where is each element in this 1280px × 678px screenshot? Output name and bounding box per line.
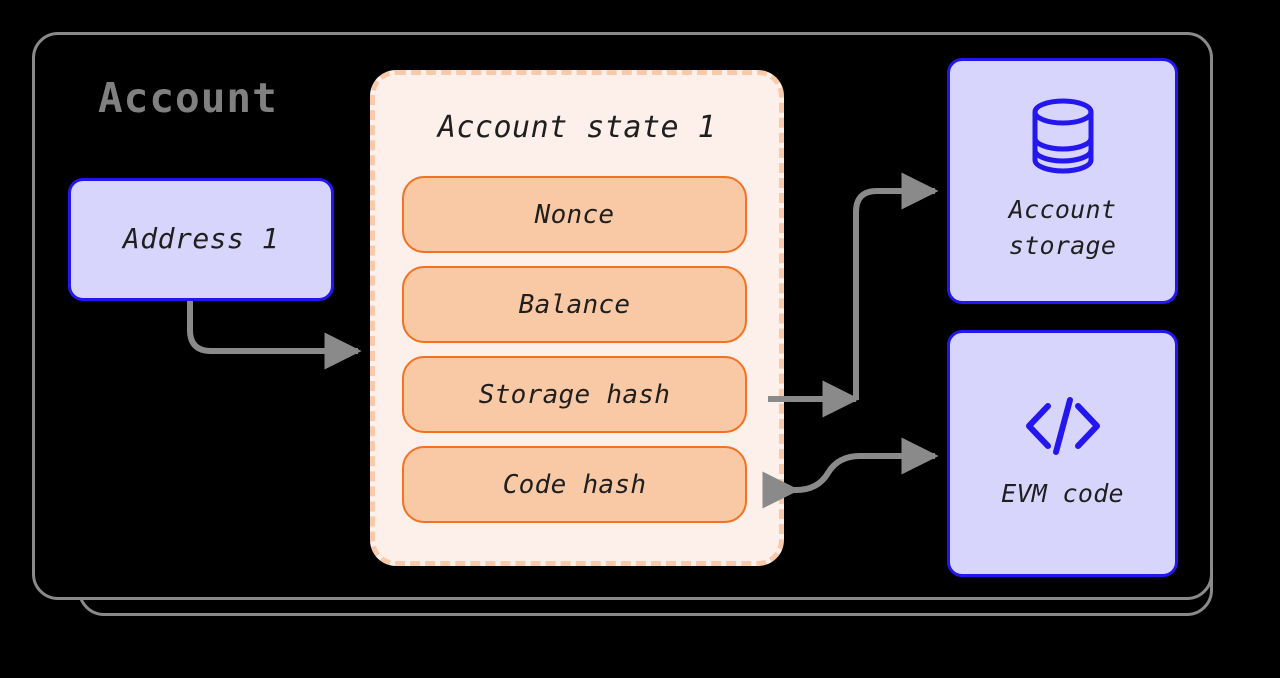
account-state-field-list: Nonce Balance Storage hash Code hash bbox=[402, 176, 747, 523]
field-label: Balance bbox=[518, 289, 631, 320]
code-brackets-icon bbox=[1025, 397, 1100, 456]
account-state-title: Account state 1 bbox=[437, 110, 717, 145]
field-pill-balance[interactable]: Balance bbox=[402, 266, 747, 343]
address-label: Address 1 bbox=[122, 222, 280, 256]
field-pill-storage-hash[interactable]: Storage hash bbox=[402, 356, 747, 433]
account-storage-label-line2: storage bbox=[1008, 231, 1117, 260]
field-pill-nonce[interactable]: Nonce bbox=[402, 176, 747, 253]
field-label: Storage hash bbox=[478, 379, 671, 410]
account-state-card: Account state 1 Nonce Balance Storage ha… bbox=[370, 70, 784, 566]
account-storage-box[interactable]: Account storage bbox=[947, 58, 1178, 304]
address-box[interactable]: Address 1 bbox=[68, 178, 334, 301]
evm-code-label: EVM code bbox=[1001, 476, 1124, 512]
evm-code-label-line1: EVM code bbox=[1001, 479, 1124, 509]
account-storage-label: Account storage bbox=[1009, 192, 1116, 265]
evm-code-box[interactable]: EVM code bbox=[947, 330, 1178, 577]
page-title: Account bbox=[98, 74, 278, 122]
account-storage-label-line1: Account bbox=[1008, 194, 1117, 224]
database-icon bbox=[1032, 98, 1093, 174]
field-label: Nonce bbox=[534, 199, 615, 230]
field-label: Code hash bbox=[502, 469, 647, 500]
field-pill-code-hash[interactable]: Code hash bbox=[402, 446, 747, 523]
